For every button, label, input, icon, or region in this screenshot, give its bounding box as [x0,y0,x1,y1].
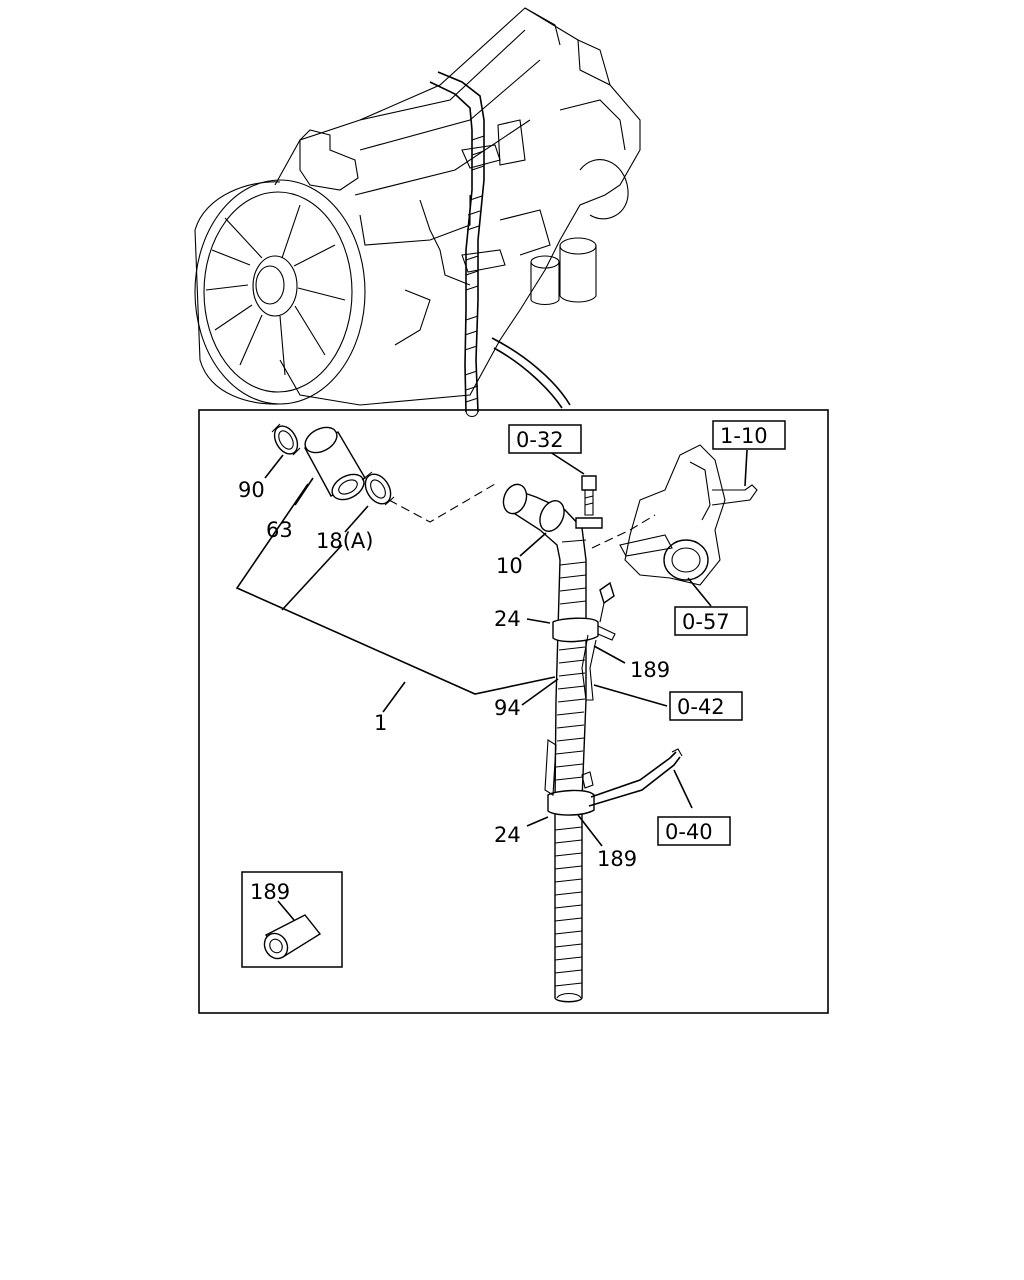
detail-frame [198,409,829,1014]
ref-0-57: 0-57 [674,606,748,636]
callout-189-top: 189 [630,658,670,682]
bracket-lower [526,618,693,847]
pump-housing [591,444,758,607]
water-pipe [502,483,616,1003]
svg-text:0-40: 0-40 [665,820,713,844]
callout-10: 10 [496,554,523,578]
svg-text:1-10: 1-10 [720,424,768,448]
ref-1-10: 1-10 [712,420,786,450]
callout-90: 90 [238,478,265,502]
callout-18a: 18(A) [316,529,373,553]
engine-overview [194,7,641,418]
svg-text:0-42: 0-42 [677,695,725,719]
ref-0-40: 0-40 [657,816,731,846]
callout-24-bottom: 24 [494,823,521,847]
callout-24-top: 24 [494,607,521,631]
callout-63: 63 [266,518,293,542]
svg-text:0-57: 0-57 [682,610,730,634]
callout-189-inset: 189 [250,880,290,904]
callout-1: 1 [374,711,387,735]
hose-63 [294,426,366,506]
ref-0-42: 0-42 [669,691,743,721]
clamp-90 [264,423,301,479]
clamp-18a [344,471,395,533]
callout-94: 94 [494,696,521,720]
svg-text:0-32: 0-32 [516,428,564,452]
bolt [546,449,603,529]
callout-189-bottom: 189 [597,847,637,871]
ref-0-32: 0-32 [508,424,582,454]
assembly-leaders [235,483,556,713]
inset-189 [241,871,343,968]
bracket-upper [581,581,668,707]
